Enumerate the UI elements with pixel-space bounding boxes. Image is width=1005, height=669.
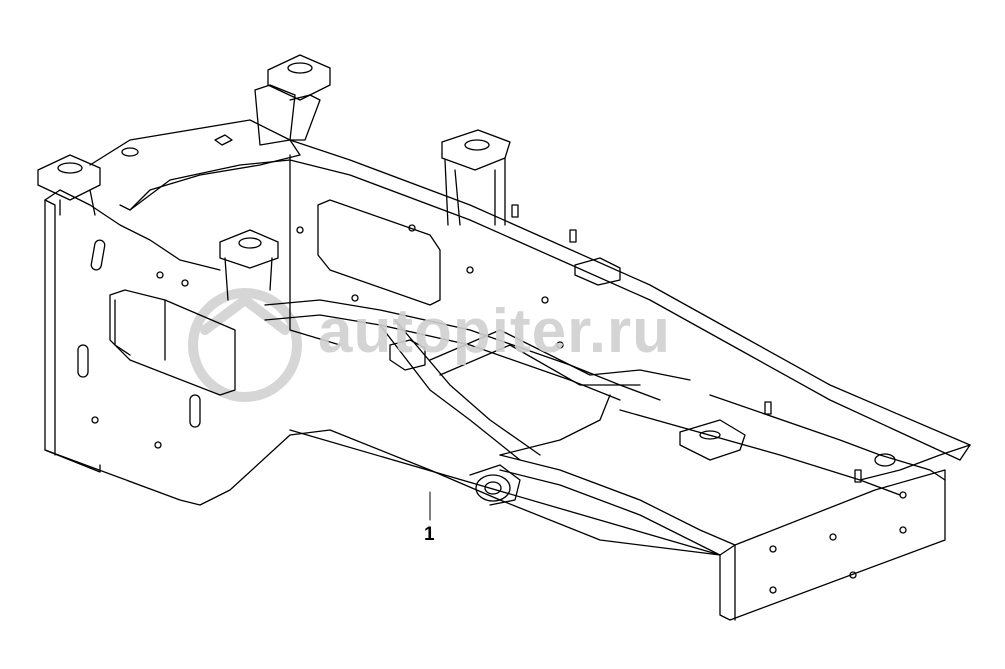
rear-box-frame xyxy=(289,429,946,621)
middle-plate xyxy=(289,154,564,349)
crossing-beams xyxy=(264,299,691,506)
rail-brackets xyxy=(389,204,862,483)
upper-crossmember xyxy=(89,119,301,211)
center-mount xyxy=(219,229,279,301)
right-cross-plate xyxy=(679,419,971,481)
watermark-logo xyxy=(188,288,302,402)
callout-label-1: 1 xyxy=(424,524,435,545)
top-rear-mount xyxy=(254,54,331,146)
watermark-text: autopiter.ru xyxy=(318,297,672,366)
left-front-plate xyxy=(44,189,331,506)
right-top-mount xyxy=(441,129,511,226)
upper-side-rail xyxy=(289,139,971,461)
left-opening xyxy=(109,289,236,396)
top-left-mount xyxy=(37,154,101,216)
